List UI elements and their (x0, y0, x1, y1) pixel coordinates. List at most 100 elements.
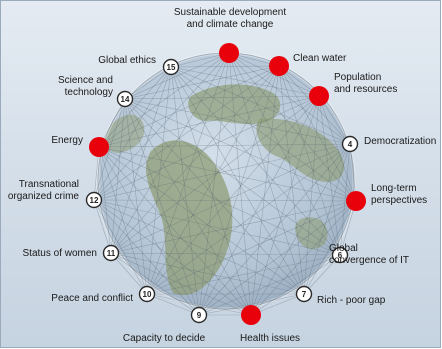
node-label-line: Peace and conflict (51, 293, 133, 304)
connection-line (124, 98, 351, 145)
connection-line (198, 95, 320, 316)
node-label: Capacity to decide (123, 333, 206, 344)
connection-line (278, 65, 341, 256)
number-badge-text: 12 (90, 196, 99, 205)
connection-line (146, 293, 200, 316)
connection-line (198, 200, 357, 316)
connection-line (303, 254, 341, 295)
node-label-line: Sustainable development (174, 7, 287, 18)
node-label-line: Health issues (240, 333, 300, 344)
connection-line (124, 98, 200, 316)
node-label-line: organized crime (8, 191, 80, 202)
node-label-line: Transnational (19, 179, 79, 190)
node-label: Rich - poor gap (317, 295, 386, 306)
connection-line (303, 95, 320, 295)
connection-line (146, 200, 357, 295)
highlight-dot (241, 305, 261, 325)
connection-line (278, 65, 357, 202)
globe-landmasses (103, 84, 345, 296)
number-badge-text: 10 (143, 290, 152, 299)
connection-line (98, 146, 112, 254)
node-label-line: Democratization (364, 136, 436, 147)
node-label-line: convergence of IT (329, 255, 409, 266)
connection-line (110, 200, 357, 254)
connection-line (98, 143, 351, 148)
connection-line (198, 65, 280, 316)
node-label-line: Population (334, 72, 381, 83)
connection-line (93, 199, 305, 295)
connection-line (110, 252, 252, 316)
connection-line (170, 65, 280, 68)
connection-line (98, 66, 172, 148)
connection-line (93, 199, 341, 256)
connection-line (170, 66, 351, 145)
node-label-line: Rich - poor gap (317, 295, 386, 306)
connection-line (98, 146, 148, 295)
number-badge (102, 244, 120, 262)
connection-line (198, 52, 230, 316)
connection-line (93, 199, 200, 316)
connection-line (250, 200, 357, 316)
connection-line (198, 293, 305, 316)
number-badge (116, 90, 134, 108)
connection-line (93, 66, 172, 201)
connection-line (146, 95, 320, 295)
highlight-dot (309, 86, 329, 106)
connection-line (303, 200, 357, 295)
connection-line (98, 146, 305, 295)
connection-line (93, 52, 230, 201)
node-label-line: Long-term (371, 183, 417, 194)
number-badge (190, 306, 208, 324)
connection-line (198, 254, 341, 316)
node-label: Global ethics (98, 55, 156, 66)
node-label: Status of women (23, 248, 97, 259)
node-label-line: Science and (58, 75, 113, 86)
connection-line (146, 65, 280, 295)
connection-line (124, 65, 280, 100)
challenge-node: Clean water (269, 53, 347, 76)
connection-line (303, 143, 351, 295)
connection-line (146, 254, 341, 295)
connection-line (110, 252, 305, 295)
connection-line (170, 66, 357, 202)
highlight-dot (89, 137, 109, 157)
connection-line (146, 143, 351, 295)
connection-line (98, 146, 341, 256)
node-label: Peace and conflict (51, 293, 133, 304)
node-label-line: Energy (51, 135, 83, 146)
connection-line (93, 199, 357, 202)
challenge-node: Energy (51, 135, 109, 157)
connection-line (124, 95, 320, 100)
number-badge-text: 15 (167, 63, 176, 72)
connection-line (228, 52, 351, 145)
connection-line (93, 199, 112, 254)
connection-line (124, 98, 148, 295)
node-label: Energy (51, 135, 83, 146)
connection-line (146, 66, 172, 295)
connection-line (110, 98, 126, 254)
number-badge (85, 191, 103, 209)
connection-line (98, 146, 252, 316)
node-label-line: technology (65, 87, 113, 98)
connection-line (146, 52, 230, 295)
connection-line (250, 95, 320, 316)
connection-line (318, 95, 357, 202)
node-label-line: Global ethics (98, 55, 156, 66)
connection-line (228, 52, 252, 316)
connection-line (170, 66, 252, 316)
connection-line (98, 146, 200, 316)
challenge-node: 15 Global ethics (98, 55, 180, 76)
connection-line (110, 252, 148, 295)
connection-line (124, 66, 172, 100)
connection-line (170, 66, 200, 316)
node-label-line: Capacity to decide (123, 333, 206, 344)
connection-line (110, 65, 280, 254)
connection-line (98, 65, 280, 148)
